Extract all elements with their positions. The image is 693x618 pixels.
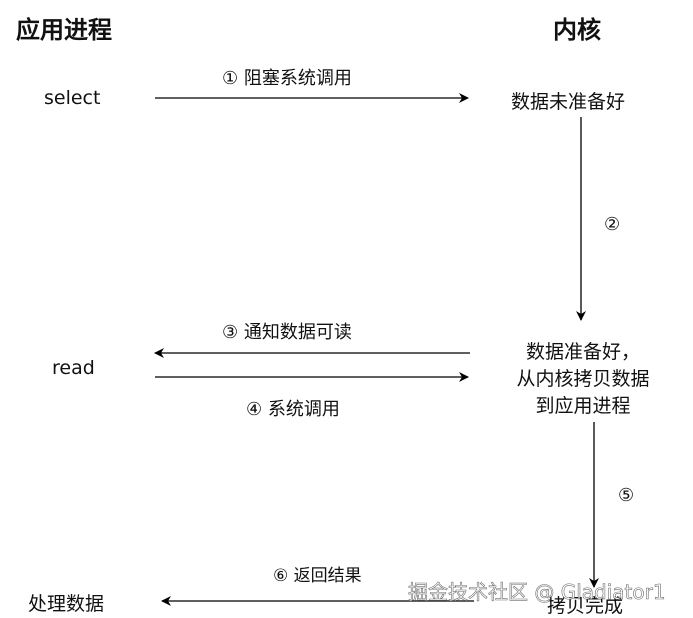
step-5-marker: ⑤ bbox=[618, 485, 635, 506]
copy-from-kernel-line-2: 从内核拷贝数据 bbox=[516, 368, 650, 390]
data-ready-line-1: 数据准备好， bbox=[525, 341, 640, 363]
process-data-label: 处理数据 bbox=[28, 593, 105, 615]
step-3-notify-readable: ③ 通知数据可读 bbox=[222, 322, 352, 343]
step-4-syscall: ④ 系统调用 bbox=[246, 399, 340, 420]
read-label: read bbox=[52, 357, 95, 379]
to-app-process-line-3: 到应用进程 bbox=[535, 395, 631, 417]
step-1-blocking-syscall: ① 阻塞系统调用 bbox=[222, 68, 352, 89]
data-not-ready-label: 数据未准备好 bbox=[511, 91, 626, 113]
select-label: select bbox=[44, 87, 101, 109]
copy-done-label: 拷贝完成 bbox=[547, 595, 624, 617]
watermark: 掘金技术社区 @ Gladiator1 bbox=[408, 580, 666, 605]
step-6-return-result: ⑥ 返回结果 bbox=[273, 566, 362, 586]
app-process-header: 应用进程 bbox=[16, 16, 112, 44]
kernel-header: 内核 bbox=[553, 16, 601, 44]
step-2-marker: ② bbox=[604, 214, 621, 235]
